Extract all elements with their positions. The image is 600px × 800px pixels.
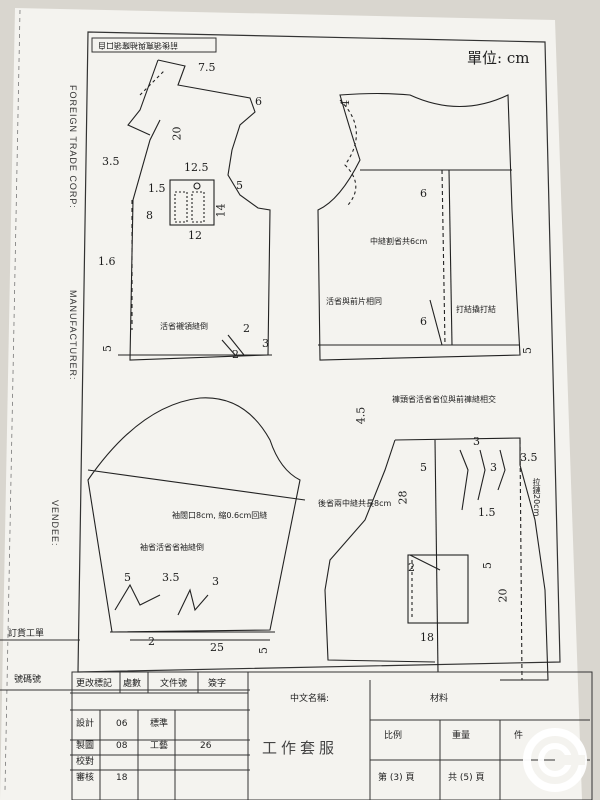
back-dim-6b: 6: [420, 315, 427, 328]
row-draft-val: 08: [116, 741, 128, 751]
front-dim-5b: 5: [101, 345, 114, 352]
back-dim-6a: 6: [420, 187, 427, 200]
watermark-logo-icon: [523, 728, 587, 792]
pants-dim-3: 3: [473, 435, 480, 448]
unit-label: 單位: cm: [467, 49, 530, 67]
back-piece: [317, 92, 521, 361]
pants-piece: [324, 437, 549, 681]
dashed-border: [4, 9, 21, 791]
front-dim-8: 8: [146, 209, 153, 222]
front-dim-20: 20: [170, 126, 184, 141]
drawing-frame: [77, 31, 561, 673]
left-order-label: 訂貨工單: [8, 629, 45, 639]
sleeve-dim-2: 2: [148, 635, 155, 648]
sleeve-note-dart: 袖省活省省袖縫倒: [140, 543, 204, 552]
sleeve-note-hem: 袖闊口8cm, 縮0.6cm回縫: [172, 511, 268, 520]
vertical-manufacturer: MANUFACTURER:: [68, 290, 78, 381]
back-note-center: 中縫割省共6cm: [370, 237, 428, 246]
front-dim-12-5: 12.5: [184, 161, 209, 174]
front-dim-7-5: 7.5: [198, 61, 216, 74]
sleeve-dim-25: 25: [210, 641, 224, 654]
sleeve-piece: [87, 397, 306, 641]
back-note-dart: 活省與前片相同: [326, 297, 382, 306]
pants-dim-5: 5: [420, 461, 427, 474]
garment-name-label: 中文名稱:: [290, 694, 330, 704]
pants-note-side: 拉鏈20cm: [532, 478, 541, 517]
scale-label: 比例: [384, 731, 403, 741]
pants-dim-1-5: 1.5: [478, 506, 496, 519]
pants-dim-4-5: 4.5: [354, 406, 368, 425]
mid-standard-key: 標準: [150, 719, 169, 729]
sleeve-dim-3-5: 3.5: [162, 571, 180, 584]
row-review-val: 18: [116, 773, 128, 783]
front-note-seam: 活省襯領縫倒: [160, 322, 208, 331]
pants-dim-20: 20: [496, 588, 510, 603]
back-dim-5: 5: [521, 347, 534, 354]
stamp-text: 前後領寬與袖窿領口自: [98, 41, 178, 50]
front-dim-5: 5: [236, 179, 243, 192]
pants-dim-18: 18: [420, 631, 434, 644]
front-dim-6: 6: [255, 95, 262, 108]
pants-dim-2: 2: [408, 561, 415, 574]
front-piece: [118, 59, 272, 361]
pants-dim-28: 28: [396, 490, 410, 505]
front-dim-3: 3: [262, 337, 269, 350]
front-dim-14: 14: [214, 203, 228, 218]
garment-name: 工作套服: [262, 739, 339, 757]
sleeve-dim-3: 3: [212, 575, 219, 588]
front-dim-2b: 2: [232, 348, 239, 361]
col-header-3: 文件號: [160, 679, 188, 689]
stamp-box: [91, 37, 217, 53]
material-label: 材料: [430, 694, 449, 704]
extra-label: 件: [514, 731, 524, 741]
row-review-key: 審核: [76, 773, 95, 783]
back-dim-4: 4: [339, 100, 352, 107]
vertical-vendee: VENDEE:: [50, 500, 60, 547]
front-dim-2: 2: [243, 322, 250, 335]
row-draft-key: 製圖: [76, 741, 95, 751]
front-dim-1-5: 1.5: [148, 182, 166, 195]
page-info: 第 (3) 頁: [378, 773, 415, 783]
pants-note-back: 後省兩中縫共長8cm: [318, 499, 392, 508]
sleeve-dim-5b: 5: [257, 647, 270, 654]
mid-craft-key: 工藝: [150, 741, 169, 751]
row-design-key: 設計: [76, 719, 95, 729]
row-design-val: 06: [116, 719, 128, 729]
weight-label: 重量: [452, 731, 471, 741]
mid-craft-val: 26: [200, 741, 212, 751]
front-dim-1-6: 1.6: [98, 255, 116, 268]
pants-dim-5b: 5: [481, 562, 494, 569]
col-header-2: 處數: [123, 679, 142, 689]
sleeve-dim-5: 5: [124, 571, 131, 584]
vertical-company: FOREIGN TRADE CORP:: [68, 85, 78, 209]
pants-note-waist: 褲頭省活省省位與前褲縫相交: [392, 395, 496, 404]
col-header-4: 簽字: [208, 679, 227, 689]
title-block-grid: [0, 639, 593, 800]
front-dim-3-5: 3.5: [102, 155, 120, 168]
front-dim-12: 12: [188, 229, 202, 242]
order-no-label: 號碼號: [14, 675, 42, 685]
row-check-key: 校對: [76, 757, 95, 767]
pants-dim-3-5: 3.5: [520, 451, 538, 464]
back-note-tack: 打結撬打結: [456, 305, 496, 314]
col-header-1: 更改標記: [76, 679, 113, 689]
pants-dim-3b: 3: [490, 461, 497, 474]
total-info: 共 (5) 頁: [448, 773, 485, 783]
